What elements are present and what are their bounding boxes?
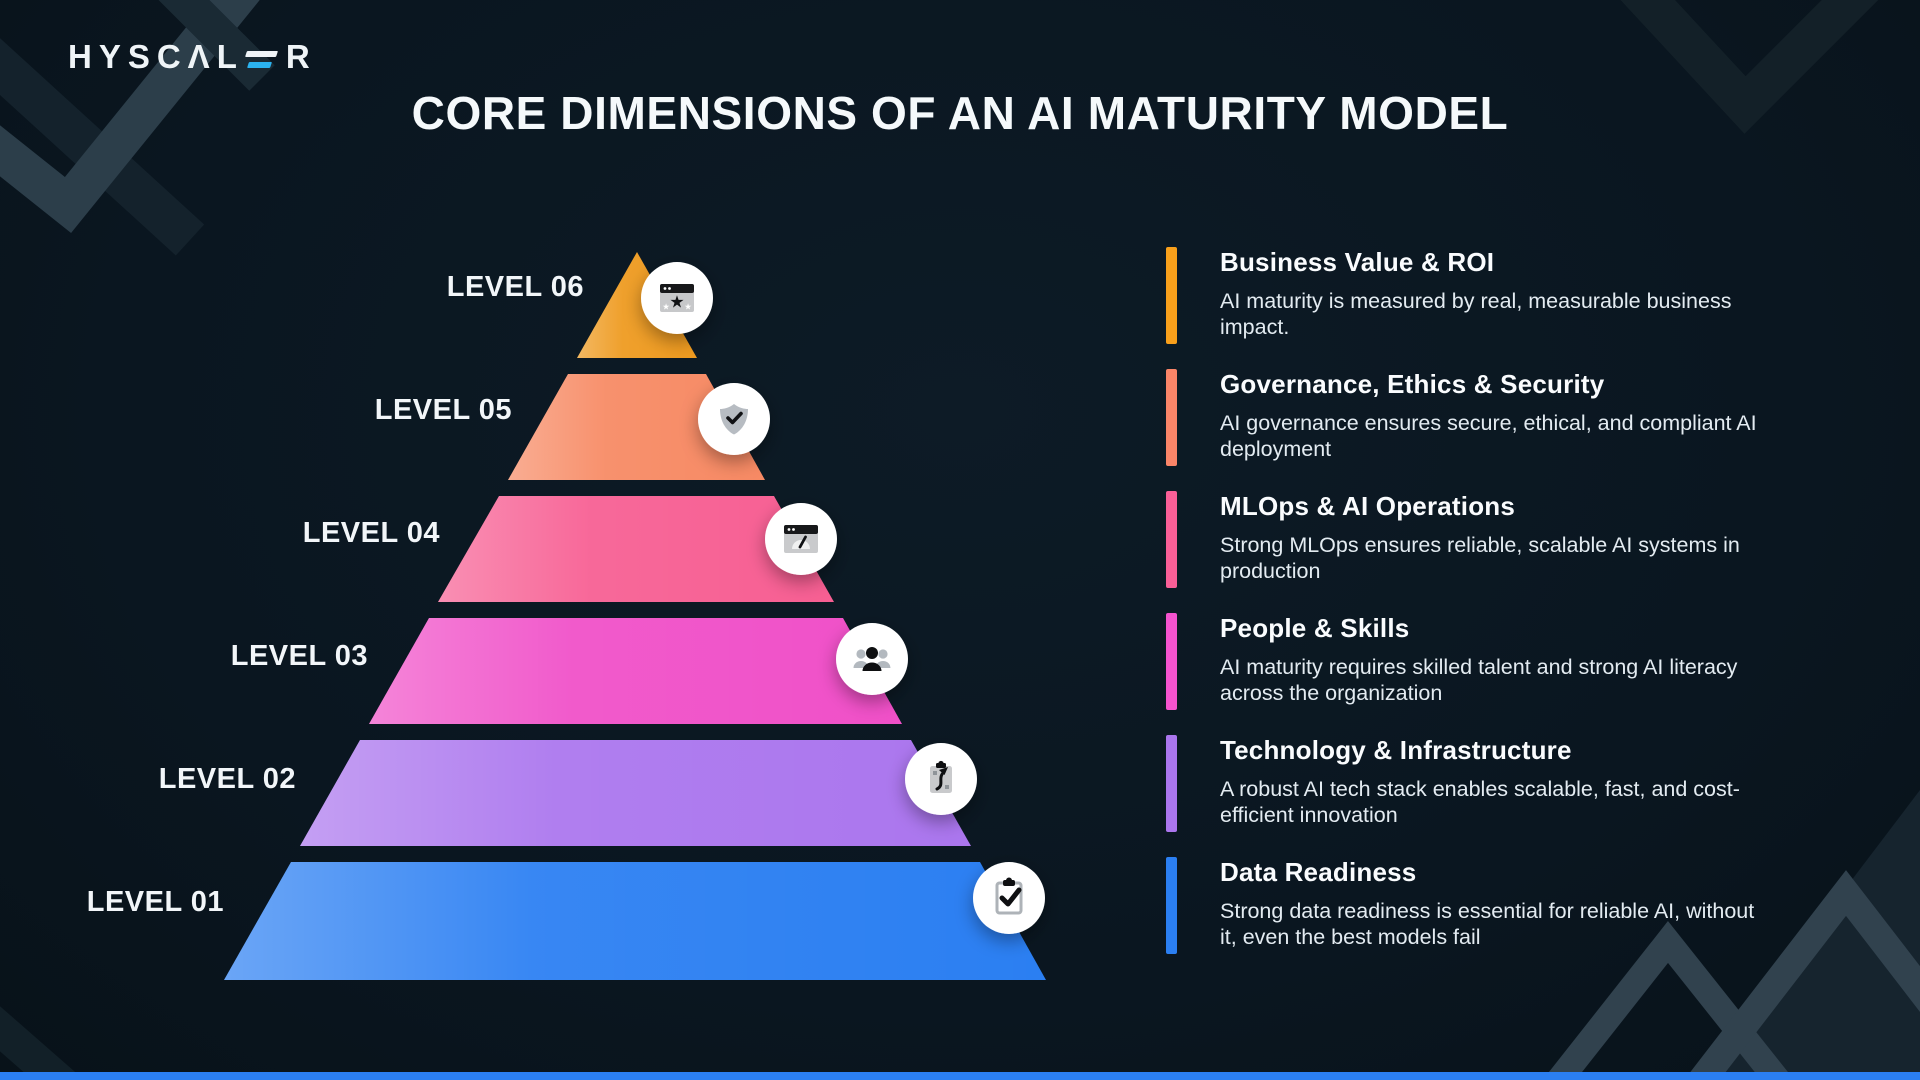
panel-item-title: Technology & Infrastructure [1220, 735, 1572, 765]
color-bar [1166, 491, 1177, 588]
panel-item-business-value: Business Value & ROI AI maturity is meas… [1166, 247, 1790, 344]
logo-text-suffix: R [285, 38, 317, 75]
level-06-label: LEVEL 06 [447, 271, 584, 303]
pyramid-level-02: LEVEL 02 [159, 740, 977, 846]
panel-item-title: People & Skills [1220, 613, 1410, 643]
level-05-label: LEVEL 05 [375, 394, 512, 426]
clipboard-check-icon [973, 862, 1045, 934]
panel-item-description: AI maturity is measured by real, measura… [1220, 289, 1732, 340]
panel-item-data-readiness: Data Readiness Strong data readiness is … [1166, 857, 1790, 954]
color-bar [1166, 247, 1177, 344]
browser-gauge-icon [765, 503, 837, 575]
panel-item-title: Data Readiness [1220, 857, 1417, 887]
dimension-panel: Business Value & ROI AI maturity is meas… [1166, 247, 1806, 977]
shield-check-icon [698, 383, 770, 455]
svg-text:★: ★ [684, 302, 692, 312]
panel-item-description: Strong data readiness is essential for r… [1220, 899, 1755, 950]
color-bar [1166, 369, 1177, 466]
clipboard-strategy-icon [905, 743, 977, 815]
panel-item-technology: Technology & Infrastructure A robust AI … [1166, 735, 1790, 832]
color-bar [1166, 735, 1177, 832]
panel-item-description: Strong MLOps ensures reliable, scalable … [1220, 533, 1740, 584]
level-04-label: LEVEL 04 [303, 517, 440, 549]
panel-item-title: MLOps & AI Operations [1220, 491, 1516, 521]
svg-text:★: ★ [662, 302, 670, 312]
pyramid-level-01: LEVEL 01 [87, 862, 1046, 980]
panel-item-mlops: MLOps & AI Operations Strong MLOps ensur… [1166, 491, 1790, 588]
pyramid-level-03: LEVEL 03 [231, 618, 908, 724]
bottom-accent-strip [0, 1072, 1920, 1080]
page-title: CORE DIMENSIONS OF AN AI MATURITY MODEL [411, 87, 1509, 139]
panel-item-description: A robust AI tech stack enables scalable,… [1220, 777, 1740, 828]
panel-item-governance: Governance, Ethics & Security AI governa… [1166, 369, 1790, 466]
panel-item-description: AI governance ensures secure, ethical, a… [1220, 411, 1757, 462]
color-bar [1166, 857, 1177, 954]
pyramid-level-05: LEVEL 05 [375, 374, 770, 480]
panel-item-description: AI maturity requires skilled talent and … [1220, 655, 1738, 706]
panel-item-people-skills: People & Skills AI maturity requires ski… [1166, 613, 1790, 710]
color-bar [1166, 613, 1177, 710]
panel-item-title: Business Value & ROI [1220, 247, 1495, 277]
panel-item-title: Governance, Ethics & Security [1220, 369, 1605, 399]
level-02-label: LEVEL 02 [159, 763, 296, 795]
pyramid-level-06: LEVEL 06 ★ ★ ★ [447, 252, 713, 358]
level-03-label: LEVEL 03 [231, 640, 368, 672]
logo: HYSCΛL R [68, 38, 317, 76]
browser-star-icon: ★ ★ ★ [641, 262, 713, 334]
people-group-icon [836, 623, 908, 695]
level-01-label: LEVEL 01 [87, 886, 224, 918]
svg-text:★: ★ [669, 293, 684, 312]
logo-text: HYSCΛL [68, 38, 244, 75]
pyramid-level-04: LEVEL 04 [303, 496, 837, 602]
